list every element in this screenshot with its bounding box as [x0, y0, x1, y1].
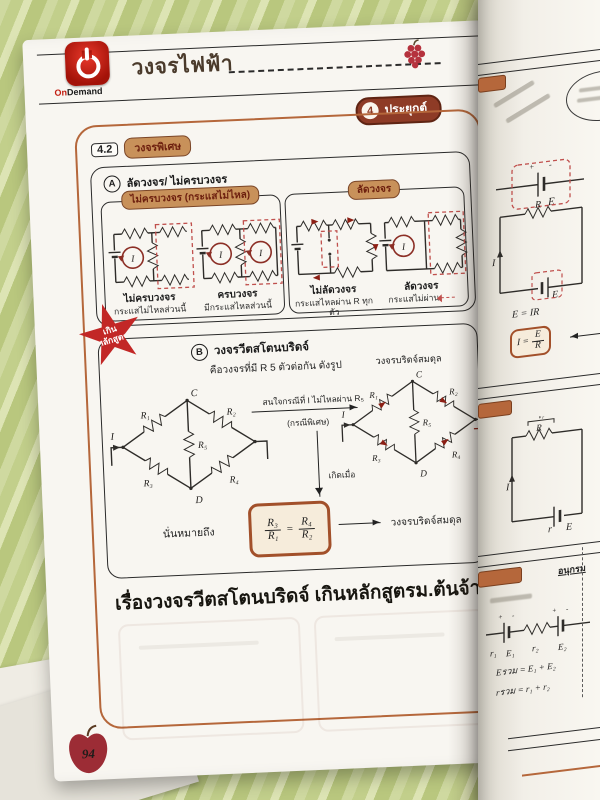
- svg-text:D: D: [194, 495, 203, 506]
- page-number-apple: 94: [69, 724, 108, 774]
- pointer-arrow: [570, 331, 600, 338]
- svg-text:I: I: [258, 249, 263, 259]
- emf-symbol: + - E: [496, 158, 584, 210]
- svg-text:C: C: [416, 370, 423, 380]
- svg-text:R₄: R₄: [451, 449, 461, 459]
- svg-text:D: D: [419, 469, 427, 479]
- illegible-text: [490, 593, 532, 604]
- occurs-connector: [316, 430, 321, 497]
- svg-text:I: I: [492, 258, 496, 270]
- svg-text:R₄: R₄: [228, 475, 239, 485]
- part-b-header: B วงจรวีตสโตนบริดจ์: [190, 338, 310, 361]
- part-a-box: A ลัดวงจร/ ไม่ครบวงจร ไม่ครบวงจร (กระแสไ…: [89, 150, 477, 328]
- internal-resistance-circuit: Vᵣ R I r E: [506, 411, 583, 535]
- svg-text:-: -: [549, 160, 552, 169]
- balanced-bridge: I R₁ R₂ R₃ R₄ R₅ C D: [340, 370, 489, 480]
- svg-text:C: C: [191, 388, 198, 399]
- series-eq1: Eรวม = E₁ + E₂: [496, 660, 556, 678]
- series-battery-circuit: + - + - r₁ E₁ r₂ E₂: [486, 605, 590, 659]
- svg-text:-: -: [566, 605, 569, 613]
- svg-text:Vᵣ: Vᵣ: [538, 411, 545, 421]
- svg-text:I: I: [506, 482, 510, 494]
- svg-text:I: I: [109, 432, 114, 443]
- circuit-no-short: [291, 217, 379, 281]
- column-divider: [582, 547, 583, 698]
- bleed-through: [117, 616, 305, 741]
- svg-text:+: +: [552, 606, 557, 615]
- svg-text:+: +: [498, 613, 503, 622]
- right-page-tab: [478, 74, 506, 93]
- svg-text:I: I: [218, 251, 223, 261]
- berry-icon: [404, 39, 426, 69]
- right-page-tab: [478, 399, 512, 419]
- incomplete-circuit-box: ไม่ครบวงจร (กระแสไม่ไหล): [100, 185, 286, 322]
- svg-text:E: E: [565, 521, 572, 533]
- part-b-letter: B: [190, 342, 209, 361]
- right-page: + - E R I E E = IR I =: [478, 0, 600, 800]
- svg-text:+: +: [529, 162, 534, 172]
- footer-rule: [522, 763, 600, 777]
- svg-text:I: I: [340, 411, 345, 421]
- svg-text:r: r: [548, 524, 552, 535]
- svg-text:-: -: [512, 611, 515, 619]
- left-page: OnDemand วงจรไฟฟ้า 4 ประยุกต์ 4.2 วงจรพิ…: [22, 19, 527, 782]
- ohm-equation: E = IR: [512, 306, 540, 321]
- svg-text:R₃: R₃: [142, 479, 153, 489]
- page-number: 94: [82, 746, 96, 762]
- svg-text:R₃: R₃: [371, 453, 381, 463]
- part-b-title: วงจรวีตสโตนบริดจ์: [213, 341, 310, 358]
- svg-text:R₅: R₅: [421, 417, 431, 427]
- means-label: นั่นหมายถึง: [162, 526, 215, 541]
- brand-text: OnDemand: [54, 85, 103, 98]
- caption-complete: ครบวงจร มีกระแสไหลส่วนนี้: [203, 288, 273, 313]
- ondemand-logo: [64, 40, 111, 87]
- circuit-short: I: [379, 210, 468, 276]
- short-circuit-box: ลัดวงจร: [284, 178, 470, 317]
- ohm-circuit: R I E: [492, 199, 583, 301]
- svg-text:I: I: [401, 243, 406, 253]
- svg-text:R₁: R₁: [139, 411, 150, 421]
- svg-text:R₂: R₂: [448, 386, 458, 396]
- page-title: วงจรไฟฟ้า: [131, 52, 234, 80]
- section-4-2: 4.2 วงจรพิเศษ: [90, 135, 192, 160]
- svg-text:R₂: R₂: [225, 407, 236, 417]
- case-sub: (กรณีพิเศษ): [286, 416, 330, 429]
- result-arrow: [338, 522, 381, 525]
- part-a-letter: A: [103, 174, 121, 193]
- svg-text:r₁: r₁: [490, 648, 497, 659]
- svg-text:E: E: [551, 289, 558, 301]
- svg-text:R: R: [535, 422, 542, 433]
- series-eq2: rรวม = r₁ + r₂: [496, 681, 550, 698]
- right-page-tab: [478, 566, 522, 588]
- caption-no-short: ไม่ลัดวงจร กระแสไหลผ่าน R ทุกตัว: [294, 283, 374, 317]
- caption-incomplete: ไม่ครบวงจร กระแสไม่ไหลส่วนนี้: [113, 291, 187, 317]
- speech-oval: [566, 66, 600, 126]
- svg-text:r₂: r₂: [532, 643, 539, 654]
- svg-text:E₁: E₁: [505, 648, 515, 659]
- circuit-complete: I I: [196, 218, 283, 286]
- content-frame: 4.2 วงจรพิเศษ A ลัดวงจร/ ไม่ครบวงจร ไม่ค…: [74, 108, 506, 741]
- svg-text:R: R: [534, 199, 541, 211]
- short-box-title: ลัดวงจร: [347, 178, 401, 201]
- circuit-incomplete: I: [108, 222, 195, 290]
- svg-text:R₁: R₁: [368, 390, 378, 400]
- wheatstone-bridge: I R₁ R₂ R₃ R₄ R₅ C D: [109, 388, 269, 506]
- svg-text:R₅: R₅: [197, 441, 208, 451]
- svg-text:E: E: [547, 196, 555, 209]
- part-b-desc: คือวงจรที่มี R 5 ตัวต่อกัน ดังรูป: [209, 359, 343, 377]
- section-number: 4.2: [90, 141, 119, 157]
- section-title-badge: วงจรพิเศษ: [123, 135, 192, 159]
- svg-text:E₂: E₂: [557, 641, 567, 652]
- part-b-box: B วงจรวีตสโตนบริดจ์ คือวงจรที่มี R 5 ตัว…: [97, 322, 489, 580]
- current-label: I: [130, 255, 135, 265]
